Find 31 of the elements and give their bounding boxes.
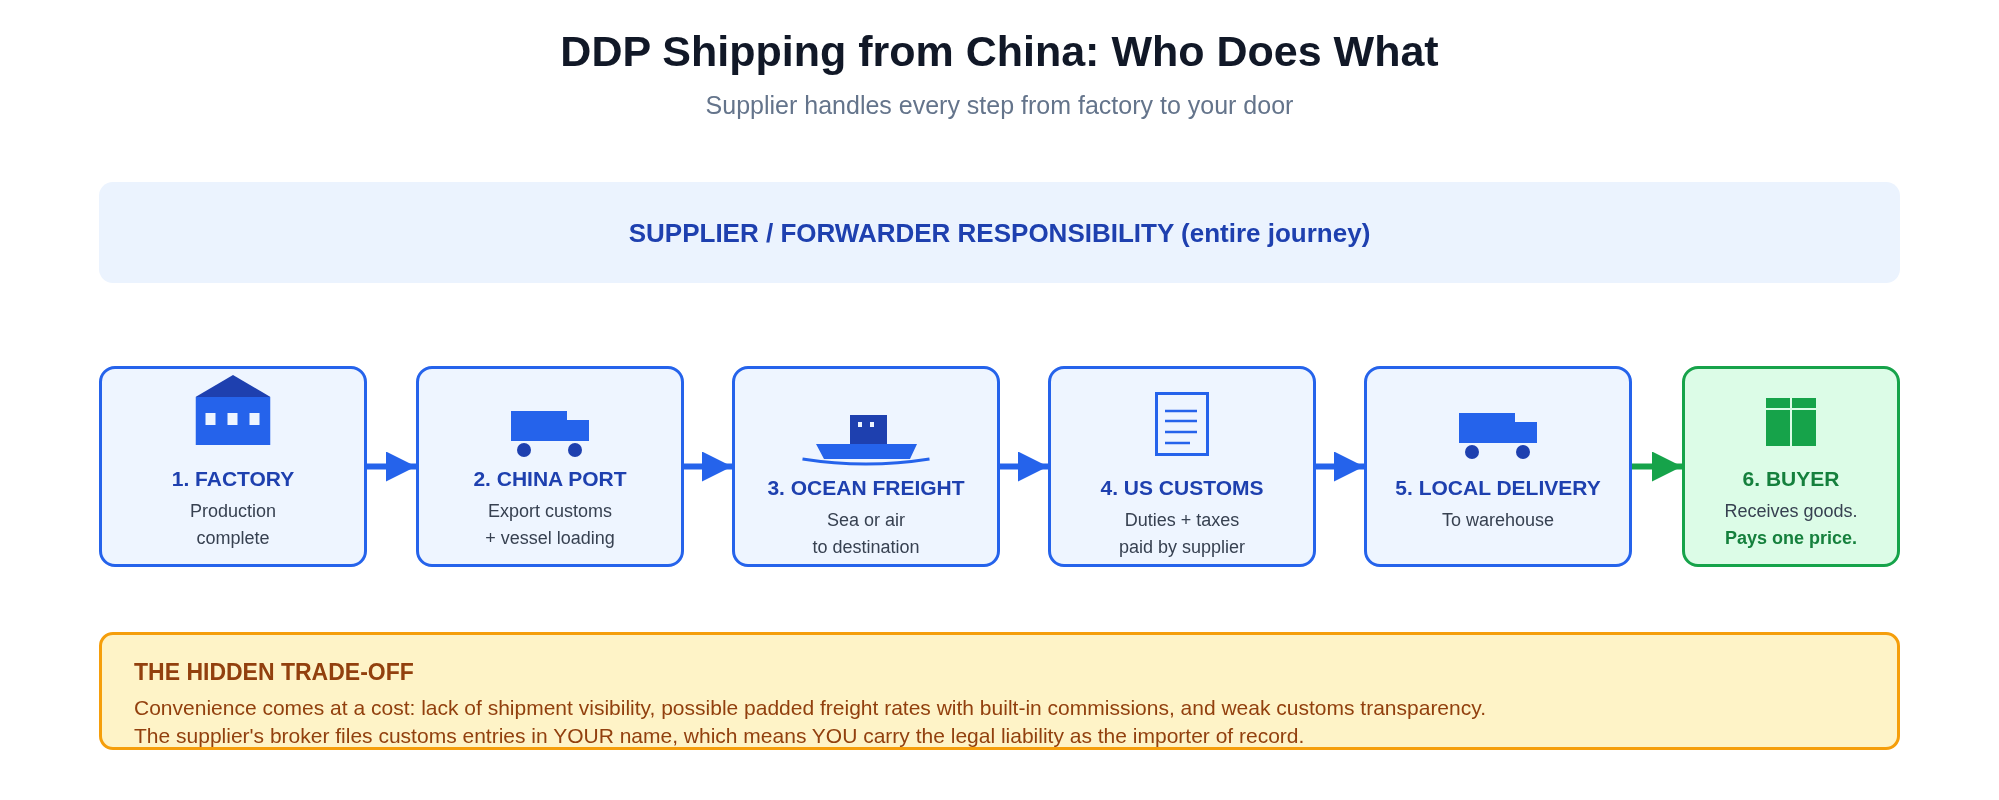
note-heading: THE HIDDEN TRADE-OFF	[134, 658, 414, 686]
arrow	[1632, 451, 1682, 482]
arrow	[1000, 451, 1048, 482]
step-description: Sea or air to destination	[812, 509, 920, 559]
step-title: 6. BUYER	[1742, 466, 1840, 491]
step-title: 3. OCEAN FREIGHT	[767, 475, 965, 500]
step-box	[1048, 366, 1316, 567]
step-description: Duties + taxes paid by supplier	[1118, 509, 1246, 559]
step-description: Export customs + vessel loading	[485, 500, 615, 550]
step-title: 4. US CUSTOMS	[1100, 475, 1264, 500]
step-title: 2. CHINA PORT	[473, 466, 627, 491]
step-title: 1. FACTORY	[171, 466, 295, 491]
step-box	[1364, 366, 1632, 567]
note-text: The supplier's broker files customs entries in YOUR name, which means YOU carry the legal liability as the importer of record.	[134, 723, 1305, 749]
step-box	[99, 366, 367, 567]
step-description: Pays one price.	[1724, 527, 1858, 550]
note-text: Convenience comes at a cost: lack of shipment visibility, possible padded freight rates with built-in commissions, and weak customs transparency.	[134, 695, 1486, 721]
step-description: To warehouse	[1441, 509, 1555, 532]
note-panel	[99, 632, 1900, 750]
arrow	[1316, 451, 1364, 482]
step-description: Receives goods.	[1724, 500, 1858, 523]
banner-text: SUPPLIER / FORWARDER RESPONSIBILITY (entire journey)	[628, 216, 1371, 249]
arrow	[367, 451, 416, 482]
page-title: DDP Shipping from China: Who Does What	[560, 26, 1439, 77]
step-box	[1682, 366, 1900, 567]
step-title: 5. LOCAL DELIVERY	[1395, 475, 1601, 500]
step-box	[732, 366, 1000, 567]
step-description: Production complete	[189, 500, 277, 550]
step-box	[416, 366, 684, 567]
subtitle: Supplier handles every step from factory to your door	[705, 90, 1294, 120]
arrow	[684, 451, 732, 482]
